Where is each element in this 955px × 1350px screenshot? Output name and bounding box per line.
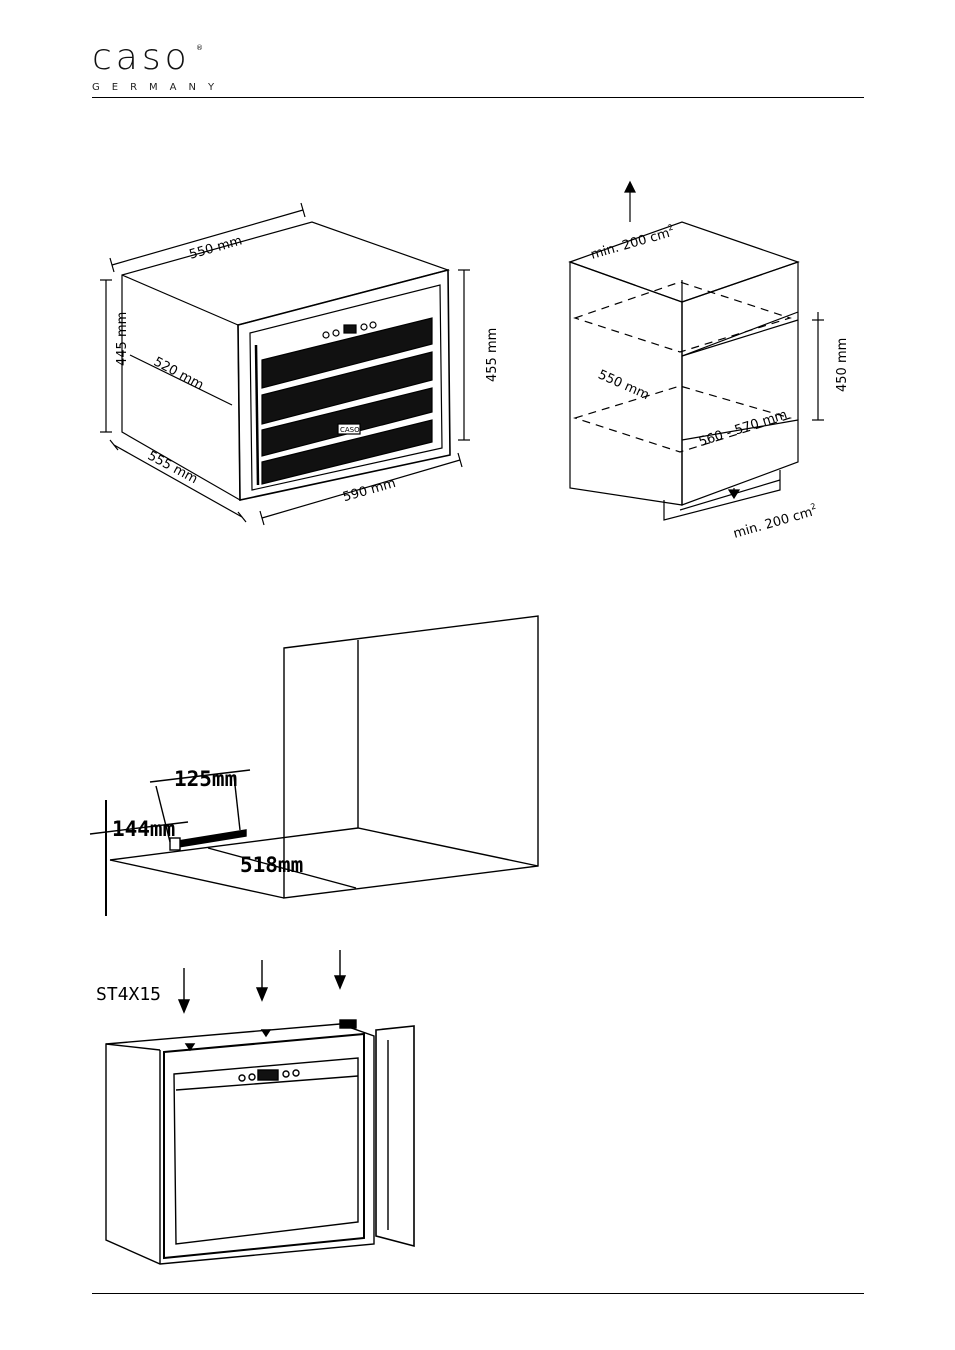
label-niche-height: 450 mm [835, 338, 850, 392]
control-display [344, 325, 356, 333]
mounting-bracket [172, 830, 246, 848]
panel-knob-3 [283, 1071, 289, 1077]
cabinet-back-wall [284, 616, 538, 898]
label-width-front: 590 mm [341, 476, 397, 505]
footer-rule [92, 1293, 864, 1294]
label-height-left: 445 mm [115, 312, 130, 366]
dim-line-depth-bottom [114, 445, 242, 517]
appliance-door-inner [174, 1058, 358, 1244]
label-vent-top: min. 200 cm2 [588, 223, 676, 263]
panel-knob-2 [249, 1074, 255, 1080]
control-knob-1 [323, 332, 329, 338]
panel-knob-4 [293, 1070, 299, 1076]
open-door [376, 1026, 414, 1246]
control-knob-4 [370, 322, 376, 328]
door-handle [256, 345, 258, 485]
panel-knob-1 [239, 1075, 245, 1081]
label-niche-width: 560 - 570 mm [697, 407, 789, 450]
panel-logo-text: CASO [340, 426, 360, 434]
label-screw-type: ST4X15 [96, 984, 161, 1005]
label-vent-bottom: min. 200 cm2 [731, 502, 819, 542]
label-width-top: 550 mm [188, 233, 244, 262]
label-depth-inner: 520 mm [151, 355, 206, 394]
niche-right-upper [682, 262, 798, 356]
label-height-right: 455 mm [485, 328, 500, 382]
figure-bracket-mounting [90, 616, 538, 916]
label-depth-bottom: 555 mm [145, 449, 200, 488]
label-niche-depth: 550 mm [596, 367, 652, 403]
panel-display-small [258, 1070, 278, 1080]
control-knob-3 [361, 324, 367, 330]
hinge [340, 1020, 356, 1028]
label-125mm: 125mm [174, 767, 237, 791]
screw-point-2 [262, 1030, 270, 1036]
label-518mm: 518mm [240, 853, 303, 877]
label-144mm: 144mm [112, 817, 175, 841]
niche-top [570, 222, 798, 302]
cabinet-top-edge [122, 275, 238, 325]
control-knob-2 [333, 330, 339, 336]
figure-niche-dimensions [570, 182, 824, 520]
